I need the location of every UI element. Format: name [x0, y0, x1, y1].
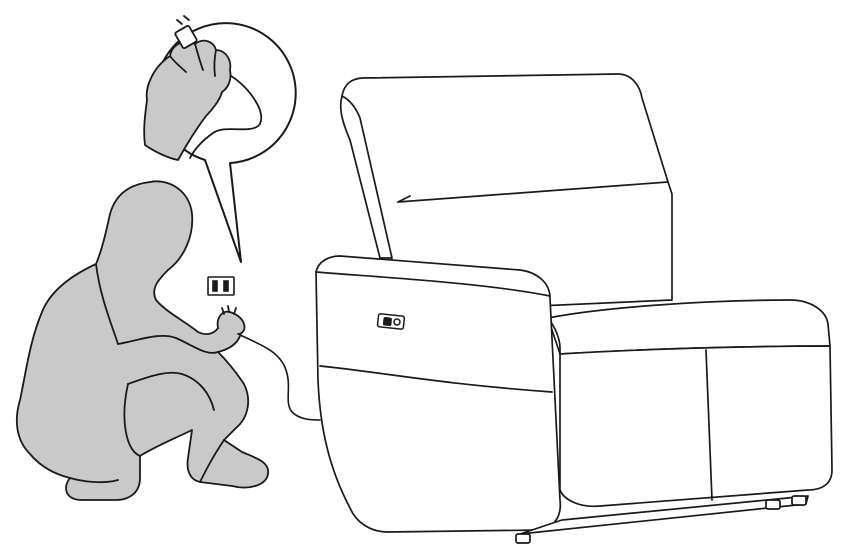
recliner-chair-icon	[316, 74, 832, 543]
wall-outlet-icon	[208, 277, 234, 295]
chair-armrest	[316, 256, 560, 532]
chair-foot	[766, 500, 780, 509]
chair-foot	[792, 496, 806, 505]
chair-base	[560, 346, 832, 506]
power-button-icon	[377, 314, 404, 330]
power-cable-icon	[240, 335, 320, 420]
chair-foot	[516, 534, 530, 543]
